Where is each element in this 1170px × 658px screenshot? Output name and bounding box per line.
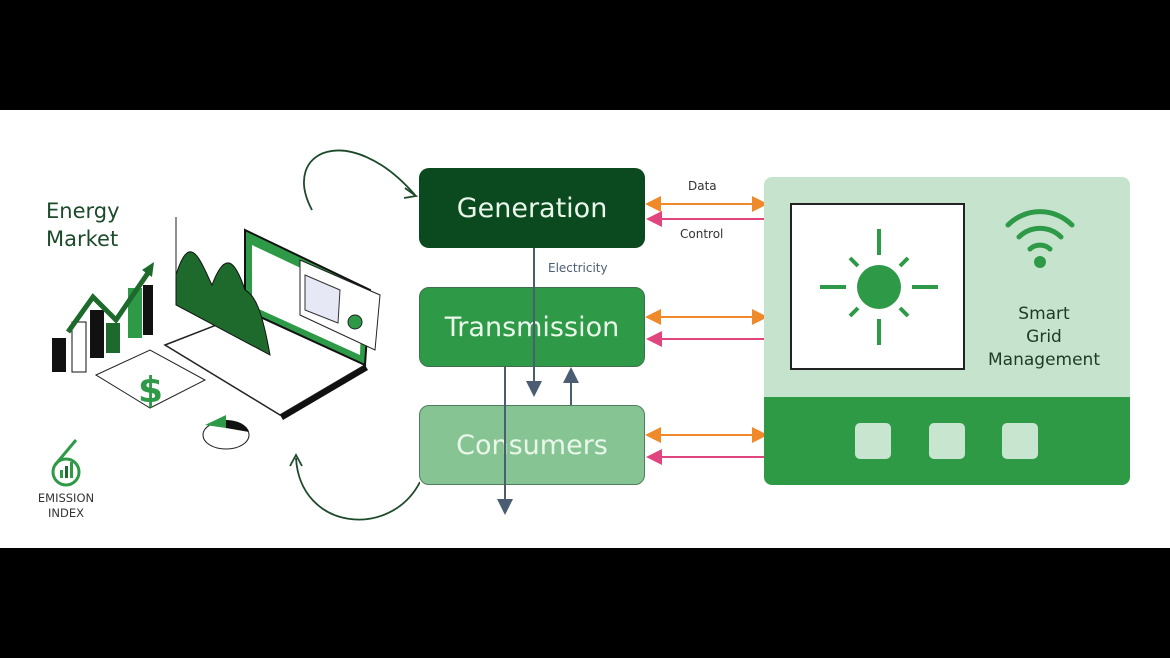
energy-market-title: Energy Market bbox=[46, 197, 120, 253]
laptop-icon bbox=[163, 217, 381, 420]
electricity-arrows bbox=[497, 248, 579, 515]
cycle-arrow-bottom bbox=[295, 457, 420, 521]
control-button-3[interactable] bbox=[1002, 423, 1038, 459]
electricity-label: Electricity bbox=[548, 261, 608, 275]
logo-line: INDEX bbox=[48, 506, 84, 520]
data-arrows bbox=[645, 196, 768, 443]
consumers-node: Consumers bbox=[419, 405, 645, 485]
display-screen bbox=[790, 203, 965, 370]
transmission-node: Transmission bbox=[419, 287, 645, 367]
cycle-arrow-top bbox=[303, 149, 416, 211]
data-label: Data bbox=[688, 179, 717, 193]
title-line: Management bbox=[988, 350, 1100, 370]
control-band bbox=[764, 397, 1130, 485]
dollar-icon: $ bbox=[94, 349, 207, 411]
logo-line: EMISSION bbox=[37, 491, 95, 505]
pie-chart-icon bbox=[202, 415, 250, 450]
smart-grid-title: Smart Grid Management bbox=[969, 303, 1119, 372]
sun-icon bbox=[820, 229, 938, 345]
wifi-icon bbox=[1005, 209, 1075, 268]
control-label: Control bbox=[680, 227, 724, 241]
title-line: Energy bbox=[46, 199, 120, 223]
emission-index-text: EMISSION INDEX bbox=[28, 491, 104, 521]
emission-index-logo bbox=[51, 439, 81, 487]
connector-arrows bbox=[497, 196, 768, 515]
smart-grid-panel: Smart Grid Management bbox=[764, 177, 1130, 485]
control-button-1[interactable] bbox=[855, 423, 891, 459]
diagram-canvas: Energy Market $ bbox=[0, 110, 1170, 548]
bar-chart-icon bbox=[52, 262, 154, 373]
control-arrows bbox=[646, 211, 764, 465]
title-line: Grid bbox=[1026, 327, 1062, 347]
energy-market-illustration: $ bbox=[51, 149, 420, 521]
title-line: Market bbox=[46, 227, 119, 251]
title-line: Smart bbox=[1018, 304, 1070, 324]
generation-node: Generation bbox=[419, 168, 645, 248]
svg-text:$: $ bbox=[138, 370, 163, 411]
control-button-2[interactable] bbox=[929, 423, 965, 459]
